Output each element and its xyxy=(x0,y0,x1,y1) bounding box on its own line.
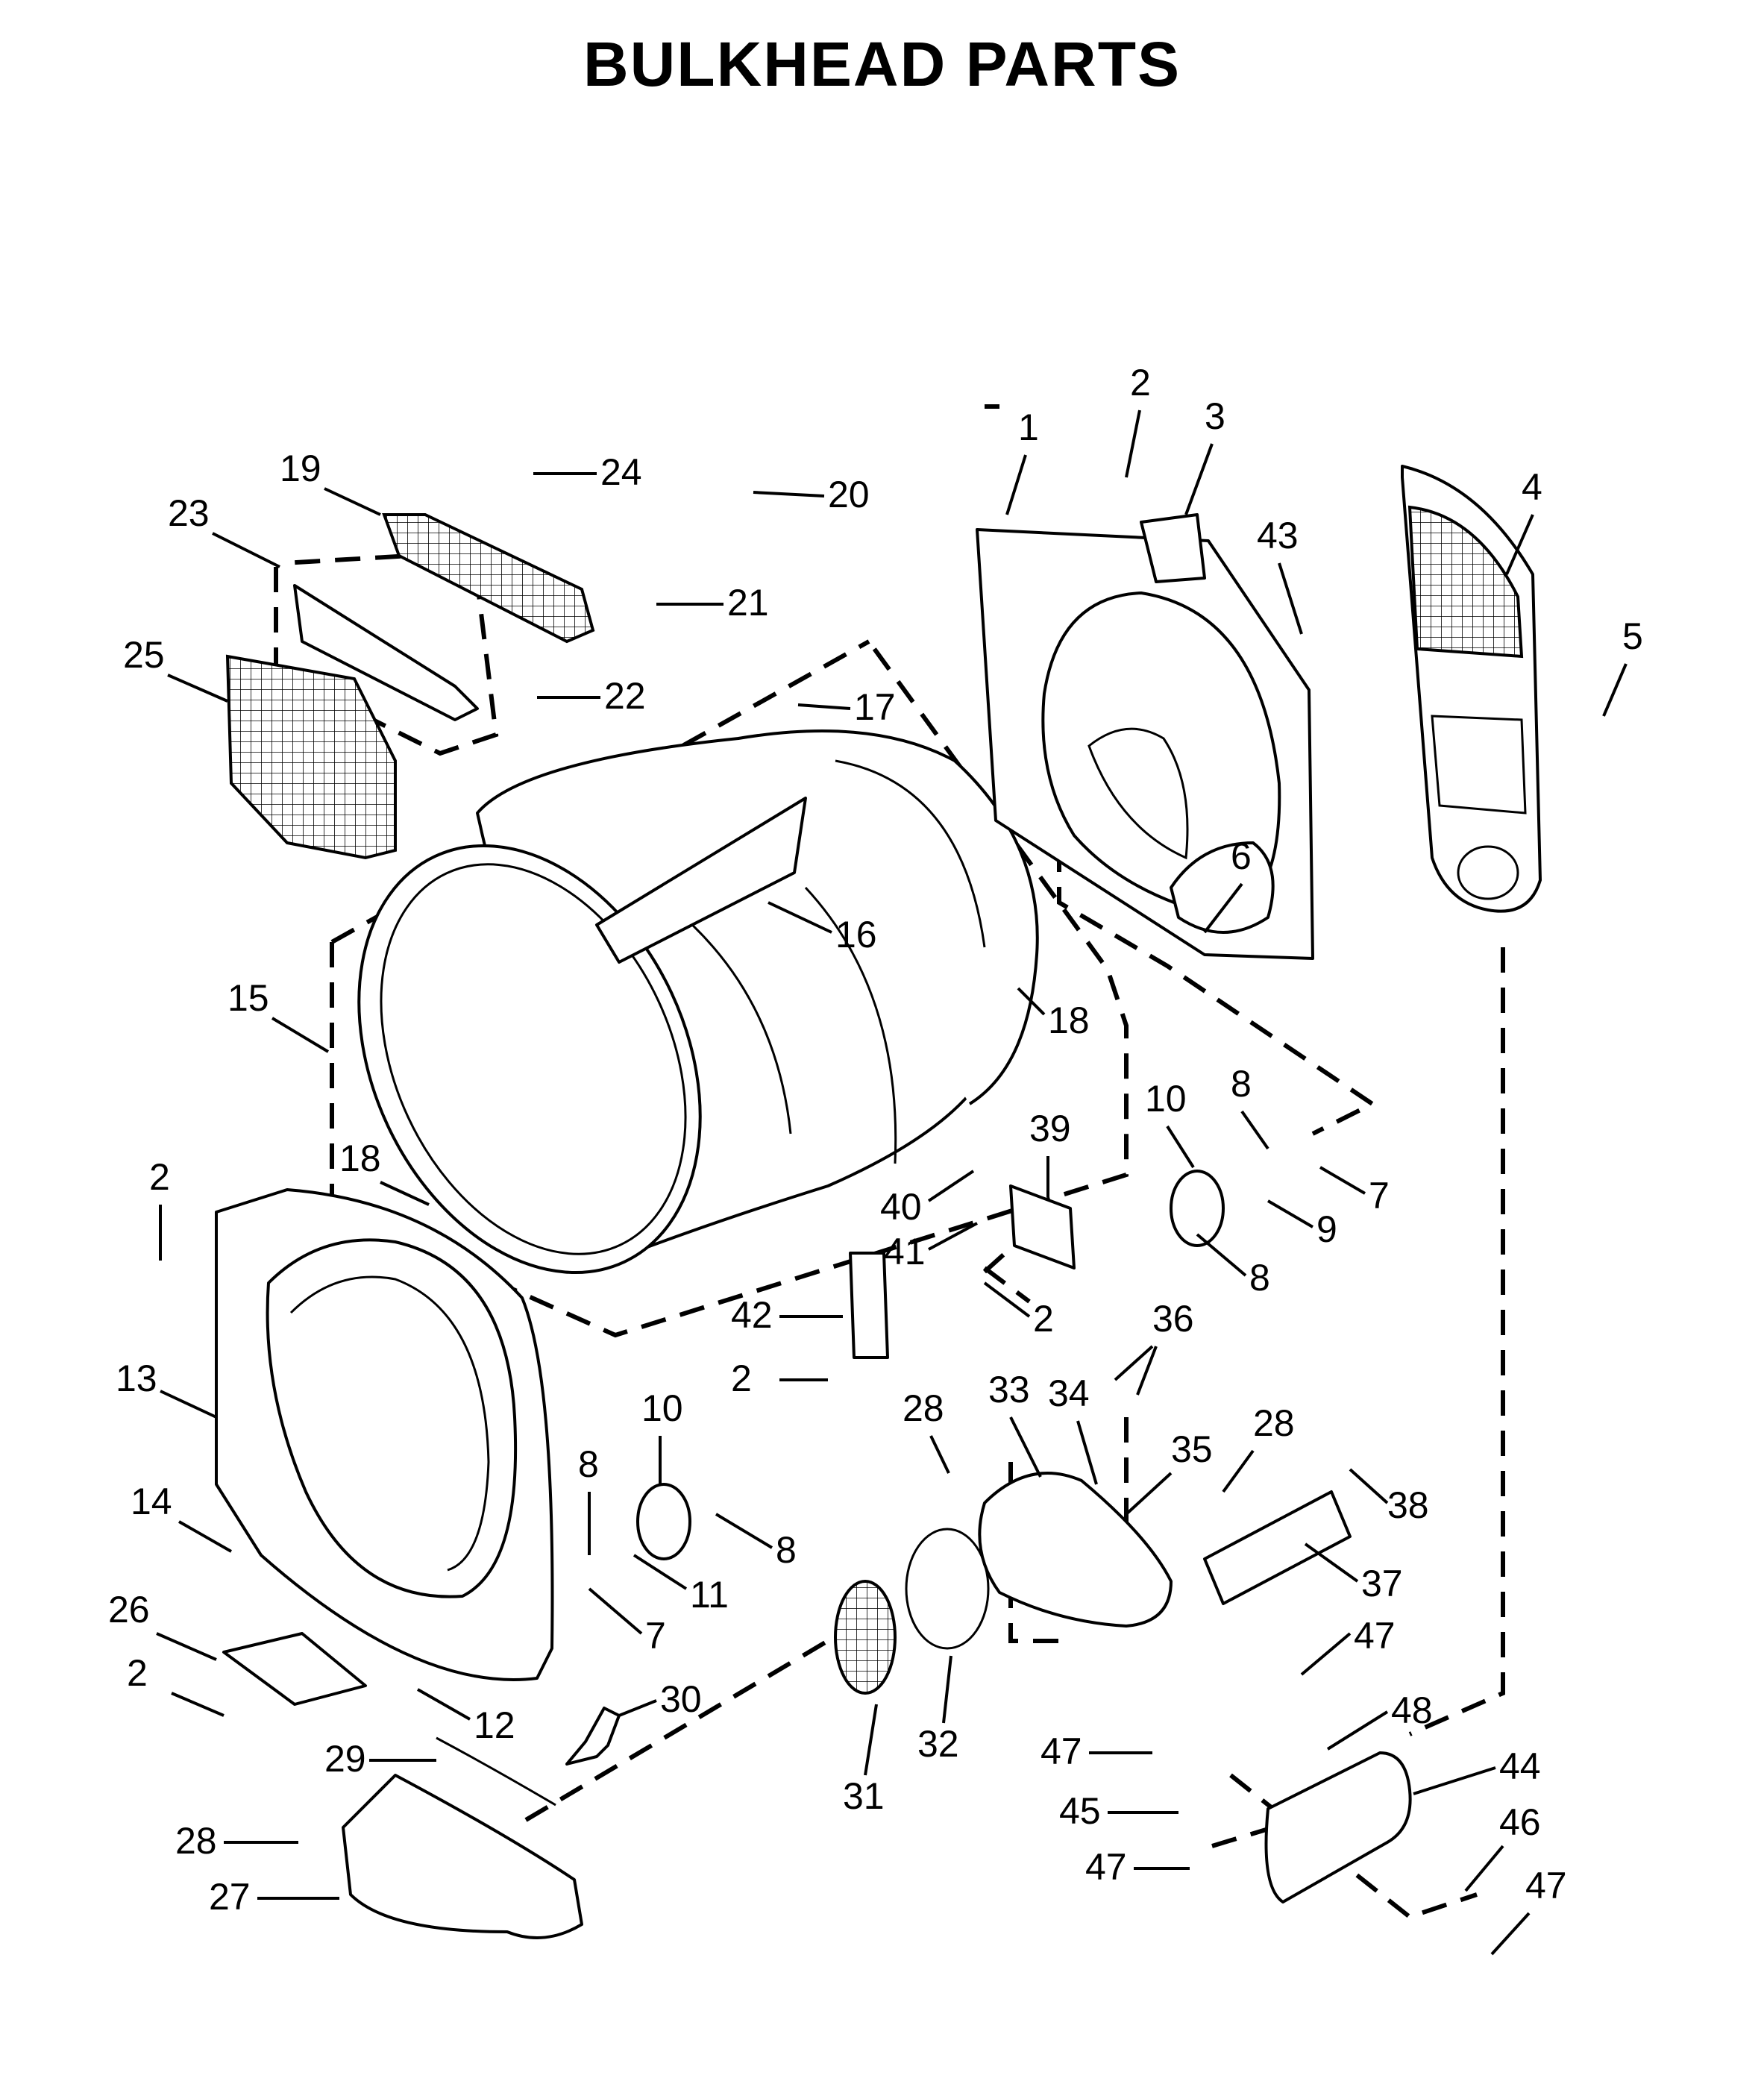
callout-12: 12 xyxy=(474,1704,515,1746)
callout-32: 32 xyxy=(917,1723,959,1765)
callout-28-left: 28 xyxy=(175,1820,217,1862)
callout-42: 42 xyxy=(731,1294,773,1336)
callout-8-upper: 8 xyxy=(1231,1063,1252,1105)
callout-4: 4 xyxy=(1522,466,1542,508)
callout-21: 21 xyxy=(727,582,769,624)
callout-39: 39 xyxy=(1029,1108,1071,1149)
gasket xyxy=(905,1528,990,1650)
callout-41: 41 xyxy=(884,1231,926,1272)
drum xyxy=(357,729,1039,1275)
door-switch xyxy=(849,1252,889,1359)
callout-34: 34 xyxy=(1048,1372,1090,1414)
callout-2-top: 2 xyxy=(1130,362,1151,404)
heater-canister xyxy=(1264,1751,1412,1903)
callout-47-right: 47 xyxy=(1525,1865,1567,1906)
callout-46: 46 xyxy=(1499,1801,1541,1843)
lint-housing xyxy=(293,584,479,721)
callout-47-bottom: 47 xyxy=(1085,1846,1127,1888)
callout-10-upper: 10 xyxy=(1145,1078,1187,1120)
air-duct xyxy=(342,1774,583,1939)
callout-2-left-upper: 2 xyxy=(149,1156,170,1198)
callout-13: 13 xyxy=(116,1358,157,1399)
callout-47-top: 47 xyxy=(1354,1615,1396,1657)
lint-grille xyxy=(382,513,595,644)
callout-37: 37 xyxy=(1361,1563,1403,1604)
front-bulkhead xyxy=(215,1188,554,1681)
callout-3: 3 xyxy=(1205,395,1225,437)
callout-labels: 1 2 3 4 5 6 7 8 9 10 11 12 13 14 15 16 1… xyxy=(108,362,1643,1956)
label-plate xyxy=(1140,513,1206,583)
callout-18-left: 18 xyxy=(339,1137,381,1179)
callout-47-left: 47 xyxy=(1040,1730,1082,1772)
rear-bulkhead xyxy=(976,528,1314,960)
callout-11: 11 xyxy=(690,1574,729,1616)
blower-housing xyxy=(978,1472,1173,1628)
callout-15: 15 xyxy=(227,977,269,1019)
callout-23: 23 xyxy=(168,492,210,534)
callout-22: 22 xyxy=(604,675,646,717)
callout-20: 20 xyxy=(828,474,870,515)
callout-1: 1 xyxy=(1018,407,1039,448)
callout-45: 45 xyxy=(1059,1790,1101,1832)
callout-8-mid: 8 xyxy=(1249,1257,1270,1299)
callout-16: 16 xyxy=(835,914,877,955)
callout-30: 30 xyxy=(660,1678,702,1720)
callout-40: 40 xyxy=(880,1186,922,1228)
page-title: BULKHEAD PARTS xyxy=(583,29,1181,99)
sensor-bracket xyxy=(1009,1184,1076,1269)
callout-10-lower: 10 xyxy=(641,1387,683,1429)
callout-25: 25 xyxy=(123,634,165,676)
callout-43: 43 xyxy=(1257,515,1299,556)
callout-5: 5 xyxy=(1622,615,1643,657)
callout-33: 33 xyxy=(988,1369,1030,1410)
callout-29: 29 xyxy=(324,1738,366,1780)
callout-27: 27 xyxy=(209,1876,251,1918)
callout-2-left-lower: 2 xyxy=(127,1652,148,1694)
callout-24: 24 xyxy=(600,451,642,493)
callout-6: 6 xyxy=(1231,835,1252,877)
callout-7-right: 7 xyxy=(1369,1175,1390,1217)
foam-strip xyxy=(436,1736,556,1807)
callout-7-left: 7 xyxy=(645,1615,666,1657)
blower-wheel xyxy=(834,1580,897,1695)
callout-48: 48 xyxy=(1391,1689,1433,1731)
callout-19: 19 xyxy=(280,448,321,489)
callout-14: 14 xyxy=(131,1481,172,1522)
callout-17: 17 xyxy=(854,686,896,728)
callout-9: 9 xyxy=(1316,1208,1337,1250)
duct-cover xyxy=(1401,465,1542,913)
callout-28-mid: 28 xyxy=(903,1387,944,1429)
callout-36: 36 xyxy=(1152,1298,1194,1340)
callout-8-lower-right: 8 xyxy=(776,1529,797,1571)
callout-44: 44 xyxy=(1499,1745,1541,1787)
callout-28-right: 28 xyxy=(1253,1402,1295,1444)
callout-2-mid: 2 xyxy=(1033,1298,1054,1340)
roller-upper xyxy=(1170,1170,1225,1247)
exhaust-tube xyxy=(1203,1490,1352,1605)
callout-38: 38 xyxy=(1387,1484,1429,1526)
callout-8-lower-left: 8 xyxy=(578,1443,599,1485)
cover-plate xyxy=(222,1632,367,1706)
lint-screen xyxy=(225,654,397,860)
callout-18-right: 18 xyxy=(1048,999,1090,1041)
callout-35: 35 xyxy=(1171,1428,1213,1470)
roller-lower xyxy=(636,1483,691,1560)
callout-31: 31 xyxy=(843,1775,885,1817)
callout-26: 26 xyxy=(108,1589,150,1631)
callout-2-mid-lower: 2 xyxy=(731,1358,752,1399)
bracket xyxy=(565,1707,621,1766)
